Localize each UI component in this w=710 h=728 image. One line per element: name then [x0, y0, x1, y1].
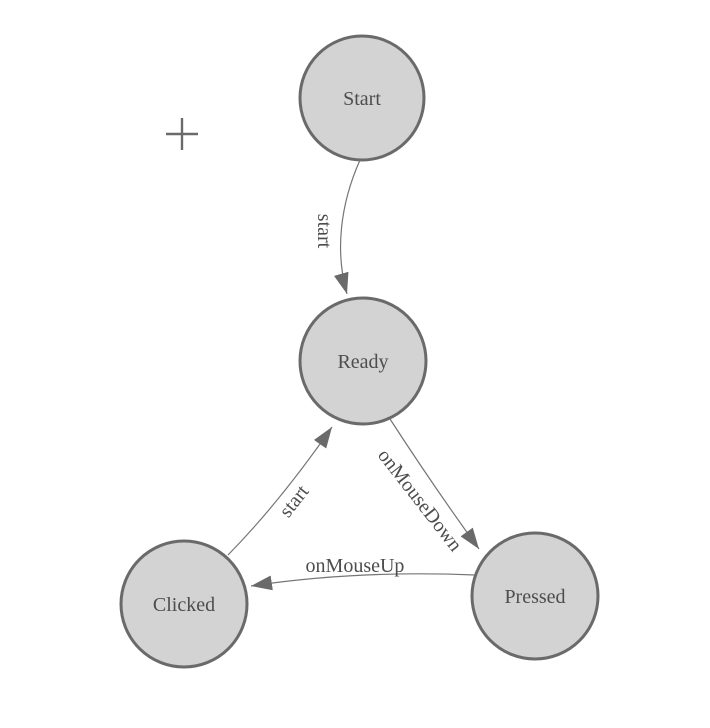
transition-edge-ready-to-pressed[interactable]: onMouseDown	[373, 418, 480, 556]
transition-edge-pressed-to-clicked[interactable]: onMouseUp	[250, 555, 476, 591]
state-node-start-label: Start	[343, 88, 381, 110]
state-node-ready-circle[interactable]	[298, 296, 428, 426]
transition-edge-clicked-to-ready[interactable]: start	[227, 426, 333, 556]
state-node-ready[interactable]: Ready	[298, 296, 428, 426]
state-node-clicked-label: Clicked	[153, 594, 215, 616]
state-node-start-circle[interactable]	[298, 34, 426, 162]
transition-edge-pressed-to-clicked-path[interactable]	[250, 573, 476, 591]
state-node-clicked[interactable]: Clicked	[119, 539, 249, 669]
transition-label-start-top: start	[313, 214, 335, 249]
transition-label-onmousedown: onMouseDown	[373, 445, 466, 556]
state-node-start[interactable]: Start	[298, 34, 426, 162]
transition-edge-start-to-ready[interactable]: start	[313, 159, 361, 295]
state-node-pressed-circle[interactable]	[470, 531, 600, 661]
state-node-clicked-circle[interactable]	[119, 539, 249, 669]
transition-label-onmouseup: onMouseUp	[306, 555, 405, 577]
transition-edge-start-to-ready-path[interactable]	[334, 159, 361, 295]
state-node-pressed[interactable]: Pressed	[470, 531, 600, 661]
transition-edge-ready-to-pressed-path[interactable]	[389, 418, 480, 550]
transition-label-start-bottom: start	[275, 481, 314, 522]
state-node-ready-label: Ready	[337, 351, 388, 373]
state-node-pressed-label: Pressed	[504, 586, 565, 608]
transition-edge-clicked-to-ready-path[interactable]	[227, 426, 333, 556]
crosshair-cursor-icon	[166, 118, 198, 150]
